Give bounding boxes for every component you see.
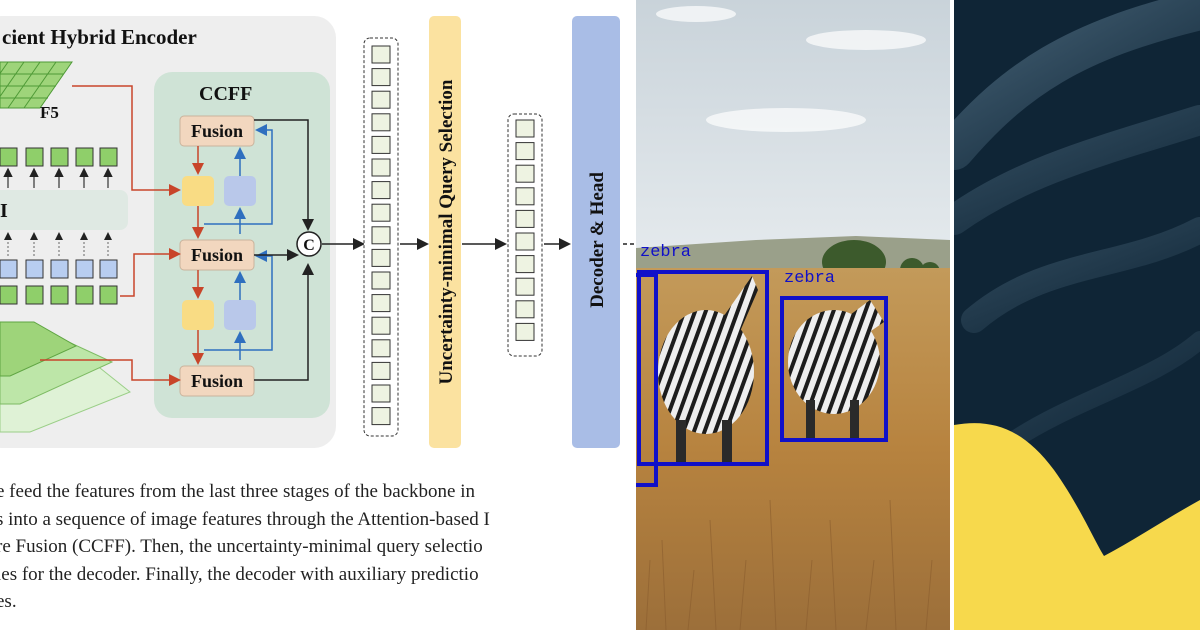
token-cell xyxy=(515,164,535,183)
token-cell xyxy=(371,407,391,426)
f5-feature-map xyxy=(0,61,73,109)
ccff-title: CCFF xyxy=(199,83,252,105)
token-cell xyxy=(371,158,391,177)
token-cell xyxy=(371,316,391,335)
fusion-block-top: Fusion xyxy=(179,115,255,147)
token-cell xyxy=(515,232,535,251)
fusion-block-middle: Fusion xyxy=(179,239,255,271)
token-row-blue xyxy=(0,259,118,279)
conv-block-yellow-1 xyxy=(182,176,214,206)
smoke-waves xyxy=(954,0,1200,449)
fusion-label-middle: Fusion xyxy=(191,245,243,265)
token-cell xyxy=(515,322,535,341)
encoder-title: cient Hybrid Encoder xyxy=(2,25,197,49)
token-cell xyxy=(371,113,391,132)
yellow-shape xyxy=(954,423,1200,630)
query-selection-label: Uncertainty-minimal Query Selection xyxy=(436,79,457,384)
token-cell xyxy=(515,255,535,274)
token-cell xyxy=(371,271,391,290)
token-cell xyxy=(515,277,535,296)
backbone-feature-stack xyxy=(0,321,131,433)
token-cell xyxy=(371,226,391,245)
fusion-label-bottom: Fusion xyxy=(191,371,243,391)
token-row-top xyxy=(0,147,118,167)
token-cell xyxy=(371,45,391,64)
feature-token-column xyxy=(371,45,391,426)
decorative-banner xyxy=(954,0,1200,630)
query-selection-block xyxy=(429,16,461,448)
concat-symbol: C xyxy=(303,237,315,254)
zebra-right xyxy=(788,300,884,440)
caption-line: s into a sequence of image features thro… xyxy=(0,508,490,530)
concat-icon xyxy=(296,231,322,257)
detection-box-zebra-2 xyxy=(780,296,888,442)
token-cell xyxy=(371,68,391,87)
token-cell xyxy=(371,135,391,154)
f5-label: F5 xyxy=(40,103,59,122)
decoder-head-block xyxy=(572,16,620,448)
diagram-canvas: cient Hybrid Encoder F5 I xyxy=(0,16,636,448)
caption-line: re Fusion (CCFF). Then, the uncertainty-… xyxy=(0,536,483,557)
photo-scene: zebra zebra xyxy=(636,0,950,630)
detection-photo: zebra zebra xyxy=(636,0,950,630)
fusion-block-bottom: Fusion xyxy=(179,365,255,397)
caption-line: es. xyxy=(0,591,17,612)
detection-label-1: zebra xyxy=(640,243,691,262)
detection-box-partial xyxy=(636,273,658,487)
token-cell xyxy=(371,90,391,109)
detection-box-zebra-1 xyxy=(637,270,769,466)
conv-block-blue-1 xyxy=(224,176,256,206)
caption-line: ies for the decoder. Finally, the decode… xyxy=(0,563,479,585)
clouds xyxy=(656,6,926,132)
token-cell xyxy=(515,300,535,319)
token-cell xyxy=(371,294,391,313)
token-cell xyxy=(371,248,391,267)
aifi-block xyxy=(0,190,128,230)
figure-caption: e feed the features from the last three … xyxy=(0,478,636,616)
token-cell xyxy=(371,203,391,222)
caption-line: e feed the features from the last three … xyxy=(0,481,476,502)
token-cell xyxy=(371,181,391,200)
banner-art xyxy=(954,0,1200,630)
architecture-diagram: cient Hybrid Encoder F5 I xyxy=(0,16,636,616)
token-cell xyxy=(371,361,391,380)
token-cell xyxy=(515,142,535,161)
detection-label-2: zebra xyxy=(784,269,835,288)
token-cell xyxy=(515,187,535,206)
decoder-head-label: Decoder & Head xyxy=(587,172,608,308)
token-cell xyxy=(371,384,391,403)
conv-block-blue-2 xyxy=(224,300,256,330)
token-cell xyxy=(515,209,535,228)
token-cell xyxy=(515,119,535,138)
zebra-left xyxy=(658,276,758,464)
panel-divider xyxy=(950,0,954,630)
conv-block-yellow-2 xyxy=(182,300,214,330)
token-row-green xyxy=(0,285,118,305)
fusion-label-top: Fusion xyxy=(191,121,243,141)
aifi-label: I xyxy=(0,200,8,222)
query-token-column xyxy=(515,119,535,341)
token-cell xyxy=(371,339,391,358)
